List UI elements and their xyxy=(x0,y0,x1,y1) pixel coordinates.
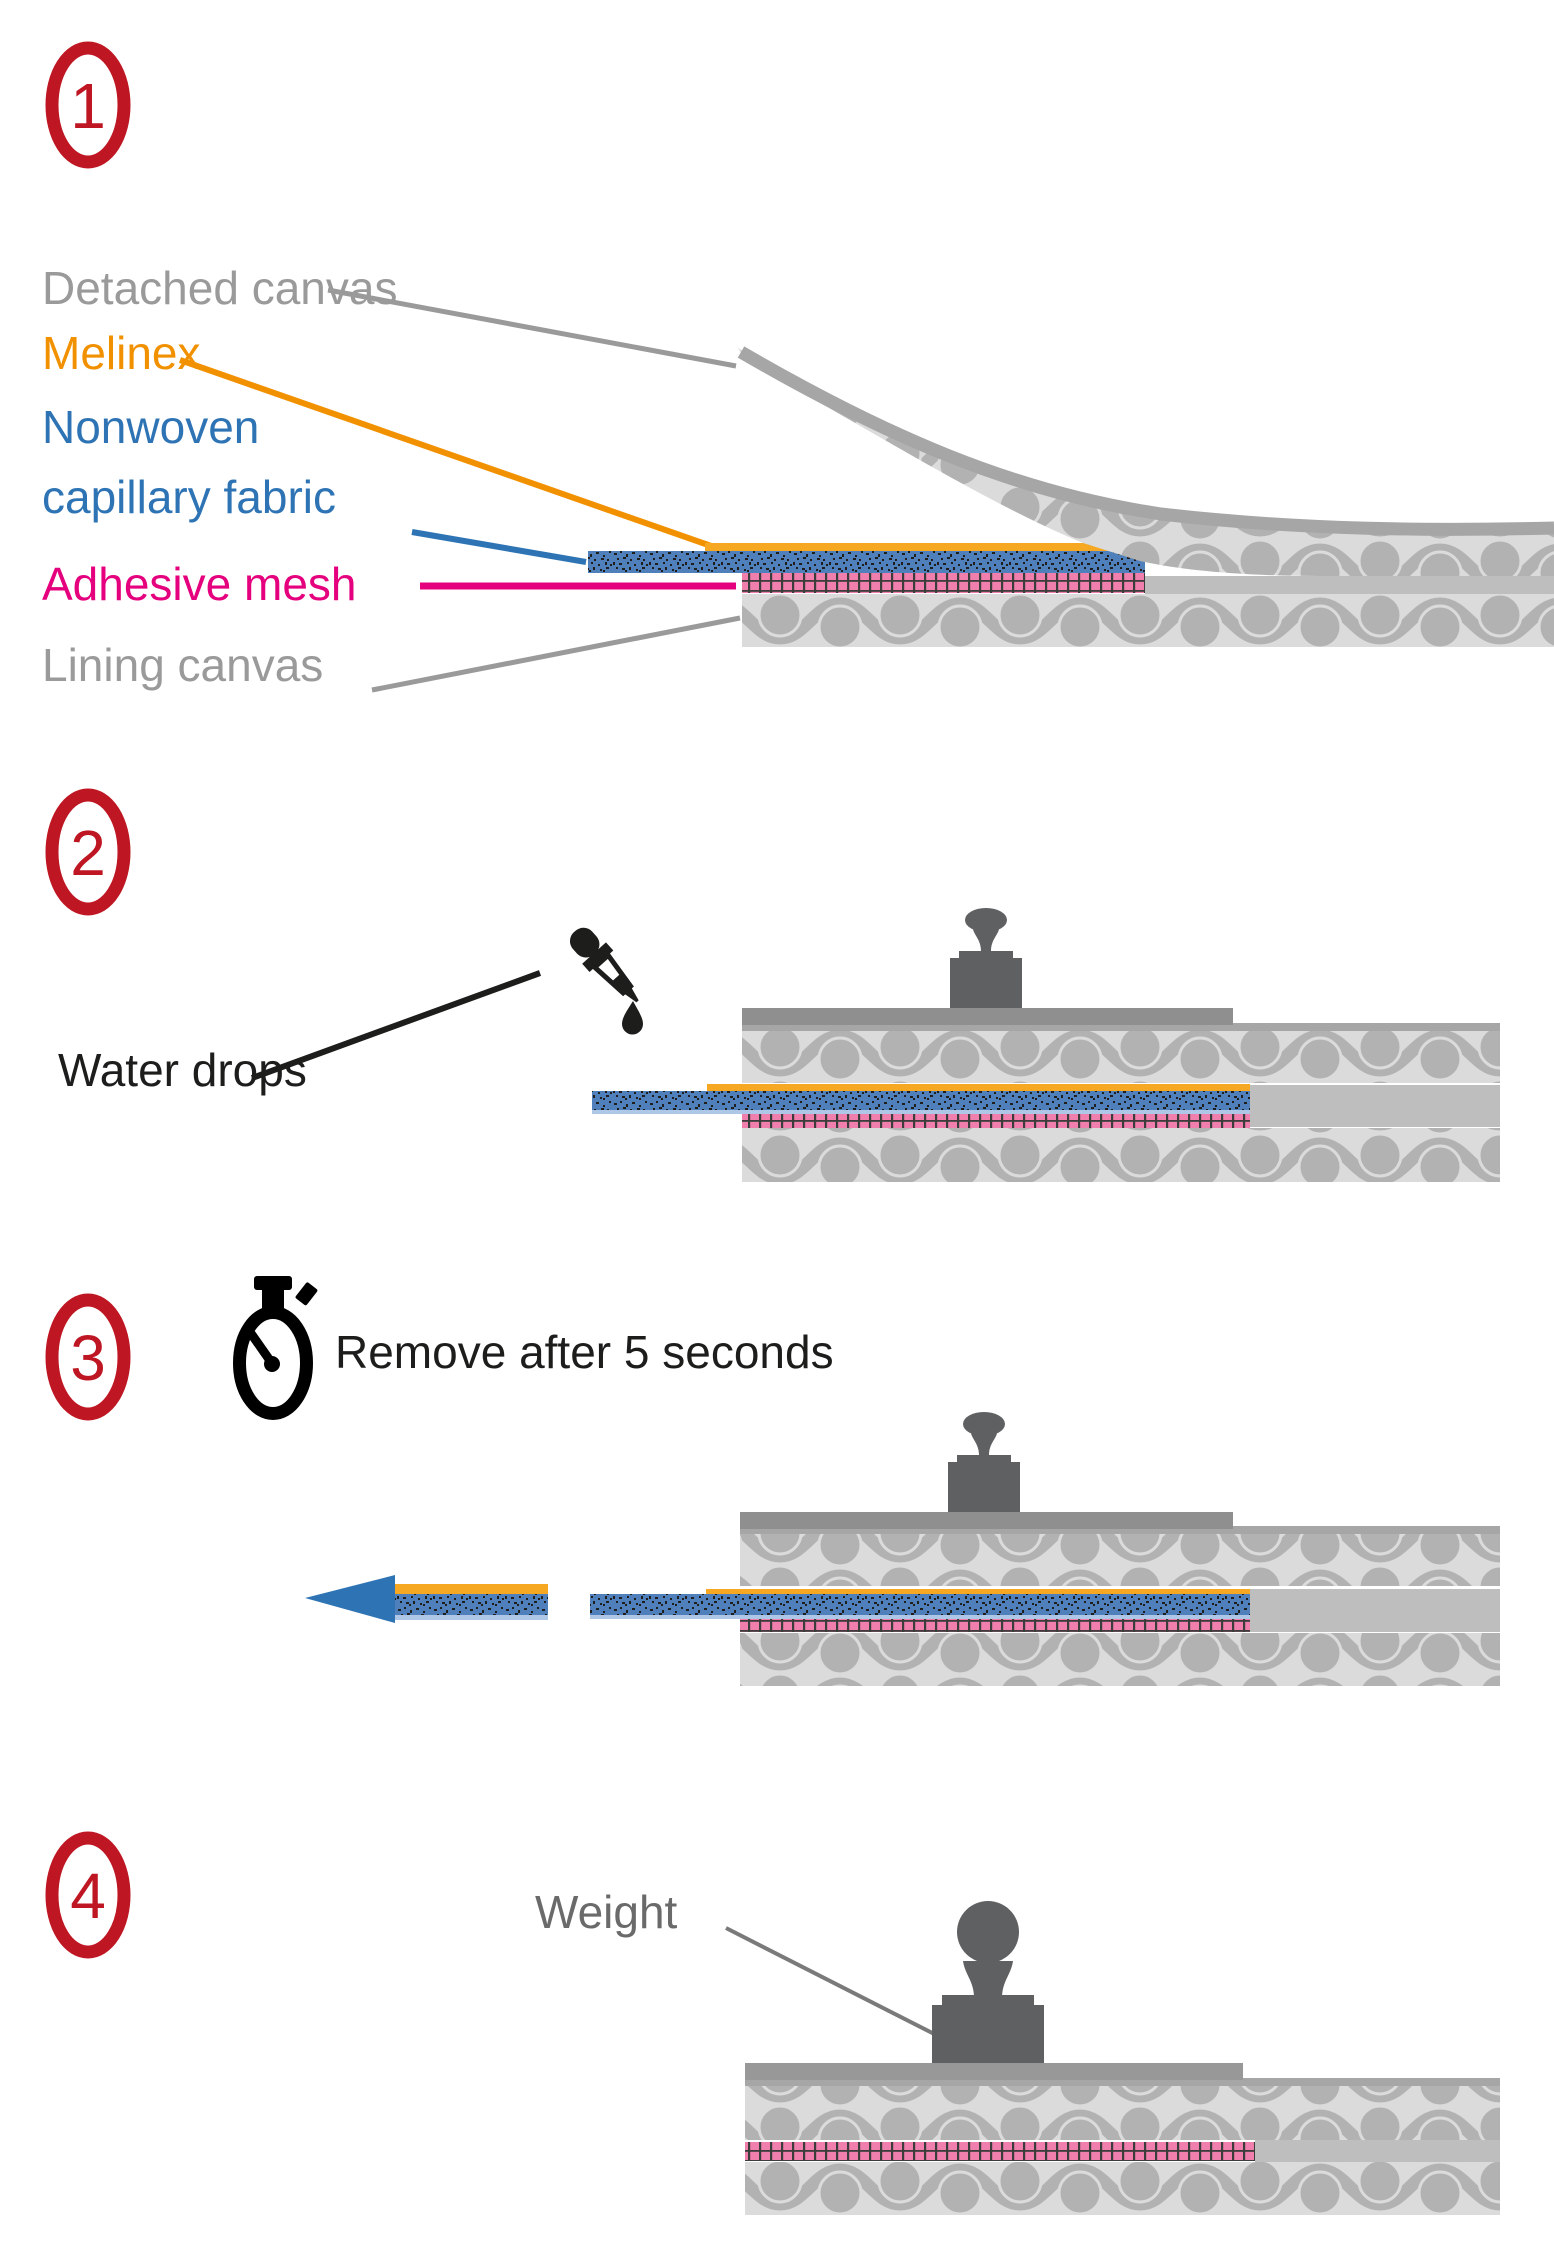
adhesive-mesh-layer-2 xyxy=(742,1114,1250,1128)
lining-canvas-layer-3 xyxy=(740,1633,1500,1686)
step-1-badge: 1 xyxy=(45,41,131,169)
left-arrow-icon xyxy=(305,1575,395,1623)
detached-canvas-top-edge-1 xyxy=(737,346,1554,536)
leader-nonwoven xyxy=(411,529,587,565)
nonwoven-layer-1 xyxy=(588,551,1145,573)
melinex-layer-3 xyxy=(706,1589,1250,1594)
weight-icon-step2 xyxy=(950,908,1022,1008)
lining-canvas-layer-4 xyxy=(745,2162,1500,2215)
step-2-group: 2 Water drops xyxy=(45,788,1500,1182)
label-capillary-fabric: capillary fabric xyxy=(42,471,336,523)
label-lining-canvas: Lining canvas xyxy=(42,639,323,691)
step-1-number: 1 xyxy=(70,70,106,142)
step-2-badge-ring xyxy=(45,788,131,916)
step-1-group: 1 Detached canvas Melinex Nonwoven capil… xyxy=(42,41,1554,693)
melinex-layer-1 xyxy=(705,543,1145,551)
detached-canvas-curved xyxy=(738,348,1554,576)
label-adhesive-mesh: Adhesive mesh xyxy=(42,558,357,610)
label-melinex: Melinex xyxy=(42,327,201,379)
board-4 xyxy=(745,2063,1243,2080)
step-4-badge-ring xyxy=(45,1831,131,1959)
step-3-badge: 3 xyxy=(45,1293,131,1421)
label-detached-canvas: Detached canvas xyxy=(42,262,397,314)
step-2-badge: 2 xyxy=(45,788,131,916)
step-2-number: 2 xyxy=(70,817,106,889)
detached-canvas-top-edge-3 xyxy=(740,1526,1500,1534)
step-4-badge: 4 xyxy=(45,1831,131,1959)
label-weight: Weight xyxy=(535,1886,678,1938)
board-3 xyxy=(740,1512,1233,1529)
leader-detached-canvas xyxy=(327,287,737,369)
nonwoven-layer-2 xyxy=(592,1091,1250,1110)
label-nonwoven: Nonwoven xyxy=(42,401,259,453)
detached-canvas-top-edge-2 xyxy=(742,1023,1500,1031)
weight-icon-step3 xyxy=(948,1412,1020,1512)
melinex-layer-2 xyxy=(707,1084,1250,1091)
label-remove-after: Remove after 5 seconds xyxy=(335,1326,834,1378)
contact-band-2 xyxy=(1250,1085,1500,1127)
detached-canvas-layer-2 xyxy=(742,1031,1500,1083)
nonwoven-pale-band-3 xyxy=(590,1615,1250,1619)
step-3-number: 3 xyxy=(70,1322,106,1394)
pulled-strip-pale-band xyxy=(395,1615,548,1620)
lining-canvas-layer-2 xyxy=(742,1128,1500,1182)
adhesive-mesh-layer-4 xyxy=(745,2142,1255,2161)
contact-band-4 xyxy=(1255,2140,1500,2162)
detached-canvas-layer-4 xyxy=(745,2086,1500,2140)
step-3-group: 3 Remove after 5 seconds xyxy=(45,1276,1500,1686)
adhesive-mesh-layer-3 xyxy=(740,1619,1250,1632)
step-1-badge-ring xyxy=(45,41,131,169)
leader-weight xyxy=(725,1926,951,2044)
pulled-strip-nonwoven xyxy=(395,1594,548,1615)
board-2 xyxy=(742,1008,1233,1025)
nonwoven-pale-band-2 xyxy=(592,1110,1250,1114)
weight-icon-step4 xyxy=(932,1901,1044,2064)
step-4-number: 4 xyxy=(70,1860,106,1932)
detached-canvas-layer-3 xyxy=(740,1534,1500,1586)
pulled-strip-melinex xyxy=(395,1584,548,1594)
leader-melinex xyxy=(179,357,715,550)
nonwoven-layer-3 xyxy=(590,1594,1250,1615)
eyedropper-icon xyxy=(569,927,639,1003)
detached-canvas-top-edge-4 xyxy=(745,2078,1500,2086)
leader-water-drops xyxy=(250,970,542,1081)
water-drop-icon xyxy=(622,1001,643,1035)
leader-lining-canvas xyxy=(371,615,741,693)
contact-band-1 xyxy=(1145,576,1554,594)
lining-canvas-layer-1 xyxy=(742,594,1554,647)
step-4-group: 4 Weight xyxy=(45,1831,1500,2215)
stopwatch-icon xyxy=(233,1276,318,1420)
contact-band-3 xyxy=(1250,1589,1500,1632)
adhesive-mesh-layer-1 xyxy=(742,573,1145,593)
step-3-badge-ring xyxy=(45,1293,131,1421)
